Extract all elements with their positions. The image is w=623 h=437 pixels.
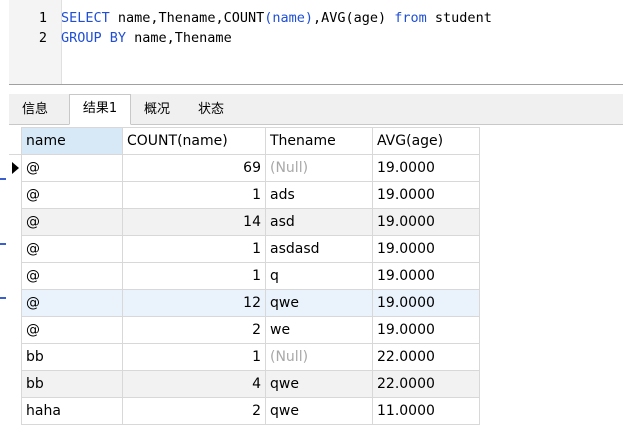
cell-thename[interactable]: (Null) xyxy=(265,343,373,371)
tab-overview[interactable]: 概况 xyxy=(143,102,170,117)
left-edge-mark xyxy=(0,178,6,180)
sql-line-1[interactable]: 1 SELECT name,Thename,COUNT(name),AVG(age… xyxy=(9,8,609,28)
cell-name[interactable]: bb xyxy=(21,370,123,398)
table-row[interactable]: bb 1 (Null) 22.0000 xyxy=(9,343,480,371)
row-indicator xyxy=(9,235,22,263)
cell-count[interactable]: 1 xyxy=(122,262,266,290)
cell-count[interactable]: 1 xyxy=(122,343,266,371)
row-indicator xyxy=(9,397,22,425)
cell-avg[interactable]: 22.0000 xyxy=(372,370,480,398)
cell-name[interactable]: @ xyxy=(21,289,123,317)
cell-thename[interactable]: (Null) xyxy=(265,154,373,182)
tab-result1[interactable]: 结果1 xyxy=(69,94,131,125)
cell-name[interactable]: @ xyxy=(21,262,123,290)
sql-text: ,AVG(age) xyxy=(313,10,395,26)
cell-name[interactable]: @ xyxy=(21,208,123,236)
line-number: 1 xyxy=(38,10,47,26)
cell-name[interactable]: @ xyxy=(21,235,123,263)
sql-keyword: SELECT xyxy=(61,10,110,26)
row-indicator xyxy=(9,370,22,398)
sql-text: name,Thename,COUNT xyxy=(109,10,265,26)
cell-avg[interactable]: 22.0000 xyxy=(372,343,480,371)
result-table: name COUNT(name) Thename AVG(age) @ 69 (… xyxy=(9,127,480,425)
cell-count[interactable]: 4 xyxy=(122,370,266,398)
column-header-name[interactable]: name xyxy=(21,127,123,155)
column-header-thename[interactable]: Thename xyxy=(265,127,373,155)
left-edge-mark xyxy=(0,297,6,299)
cell-count[interactable]: 2 xyxy=(122,316,266,344)
cell-avg[interactable]: 19.0000 xyxy=(372,316,480,344)
row-indicator xyxy=(9,289,22,317)
cell-avg[interactable]: 19.0000 xyxy=(372,154,480,182)
table-row[interactable]: bb 4 qwe 22.0000 xyxy=(9,370,480,398)
table-row[interactable]: haha 2 qwe 11.0000 xyxy=(9,397,480,425)
cell-name[interactable]: haha xyxy=(21,397,123,425)
sql-text: student xyxy=(426,10,492,26)
cell-thename[interactable]: asd xyxy=(265,208,373,236)
cell-thename[interactable]: qwe xyxy=(265,289,373,317)
sql-text: (name) xyxy=(264,10,313,26)
cell-thename[interactable]: ads xyxy=(265,181,373,209)
line-number-gutter xyxy=(9,0,62,84)
cell-name[interactable]: @ xyxy=(21,181,123,209)
cell-count[interactable]: 69 xyxy=(122,154,266,182)
column-header-count[interactable]: COUNT(name) xyxy=(122,127,266,155)
table-row[interactable]: @ 1 q 19.0000 xyxy=(9,262,480,290)
cell-name[interactable]: bb xyxy=(21,343,123,371)
result-grid[interactable]: name COUNT(name) Thename AVG(age) @ 69 (… xyxy=(9,125,623,437)
row-indicator xyxy=(9,343,22,371)
tab-status[interactable]: 状态 xyxy=(197,102,224,117)
cell-count[interactable]: 1 xyxy=(122,235,266,263)
column-header-avg[interactable]: AVG(age) xyxy=(372,127,480,155)
row-indicator xyxy=(9,208,22,236)
row-indicator xyxy=(9,262,22,290)
cell-count[interactable]: 14 xyxy=(122,208,266,236)
row-indicator xyxy=(9,316,22,344)
sql-keyword: GROUP BY xyxy=(61,30,127,46)
sql-text: name,Thename xyxy=(126,30,232,46)
left-edge-mark xyxy=(0,243,6,245)
cell-avg[interactable]: 11.0000 xyxy=(372,397,480,425)
result-tab-bar: 信息 结果1 概况 状态 xyxy=(9,94,623,125)
table-row[interactable]: @ 2 we 19.0000 xyxy=(9,316,480,344)
table-row[interactable]: @ 14 asd 19.0000 xyxy=(9,208,480,236)
current-row-indicator xyxy=(9,154,22,182)
sql-line-2[interactable]: 2 GROUP BY name,Thename xyxy=(9,28,609,48)
cell-thename[interactable]: q xyxy=(265,262,373,290)
cell-thename[interactable]: we xyxy=(265,316,373,344)
cell-avg[interactable]: 19.0000 xyxy=(372,289,480,317)
cell-avg[interactable]: 19.0000 xyxy=(372,181,480,209)
cell-count[interactable]: 2 xyxy=(122,397,266,425)
cell-avg[interactable]: 19.0000 xyxy=(372,208,480,236)
table-row[interactable]: @ 1 ads 19.0000 xyxy=(9,181,480,209)
row-indicator xyxy=(9,181,22,209)
cell-avg[interactable]: 19.0000 xyxy=(372,235,480,263)
header-row: name COUNT(name) Thename AVG(age) xyxy=(9,127,480,155)
cell-count[interactable]: 12 xyxy=(122,289,266,317)
tab-info[interactable]: 信息 xyxy=(21,102,48,117)
table-row[interactable]: @ 12 qwe 19.0000 xyxy=(9,289,480,317)
line-number: 2 xyxy=(38,30,47,46)
row-pointer-icon xyxy=(12,162,19,175)
row-indicator-header xyxy=(9,127,22,155)
cell-count[interactable]: 1 xyxy=(122,181,266,209)
cell-avg[interactable]: 19.0000 xyxy=(372,262,480,290)
sql-editor[interactable]: 1 SELECT name,Thename,COUNT(name),AVG(age… xyxy=(9,0,623,85)
left-panel-edge xyxy=(0,0,8,437)
sql-keyword: from xyxy=(394,10,427,26)
cell-name[interactable]: @ xyxy=(21,154,123,182)
cell-thename[interactable]: qwe xyxy=(265,397,373,425)
cell-thename[interactable]: asdasd xyxy=(265,235,373,263)
cell-name[interactable]: @ xyxy=(21,316,123,344)
table-row[interactable]: @ 1 asdasd 19.0000 xyxy=(9,235,480,263)
table-row[interactable]: @ 69 (Null) 19.0000 xyxy=(9,154,480,182)
cell-thename[interactable]: qwe xyxy=(265,370,373,398)
